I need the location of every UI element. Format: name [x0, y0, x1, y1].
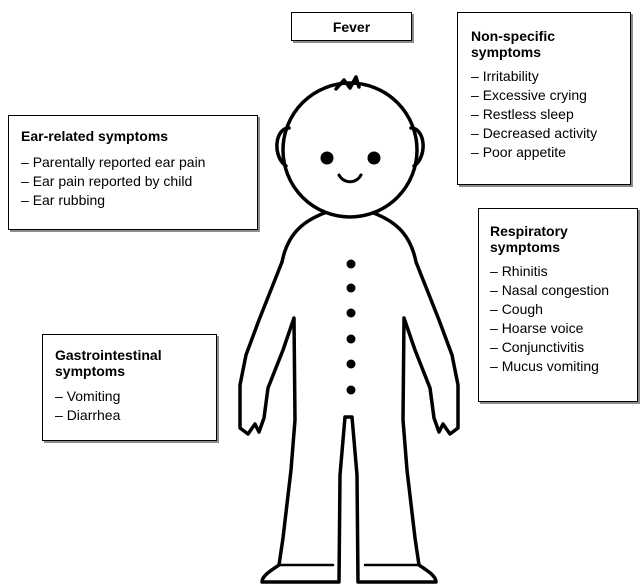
onesie-button [347, 386, 356, 395]
list-item: Decreased activity [471, 124, 620, 143]
nonspecific-symptoms-title: Non-specific symptoms [471, 28, 601, 60]
list-item: Conjunctivitis [490, 338, 631, 357]
onesie-button [347, 309, 356, 318]
list-item: Ear pain reported by child [21, 172, 249, 191]
right-eye [368, 152, 381, 165]
list-item: Mucus vomiting [490, 357, 631, 376]
gastrointestinal-symptoms-list: Vomiting Diarrhea [55, 387, 208, 425]
list-item: Diarrhea [55, 406, 208, 425]
onesie-button [347, 260, 356, 269]
gastrointestinal-symptoms-title: Gastrointestinal symptoms [55, 347, 205, 379]
nonspecific-symptoms-box: Non-specific symptoms Irritability Exces… [457, 12, 631, 185]
list-item: Cough [490, 300, 631, 319]
child-head [283, 83, 417, 217]
onesie-button [347, 360, 356, 369]
respiratory-symptoms-list: Rhinitis Nasal congestion Cough Hoarse v… [490, 262, 631, 376]
gastrointestinal-symptoms-box: Gastrointestinal symptoms Vomiting Diarr… [42, 334, 217, 441]
nonspecific-symptoms-list: Irritability Excessive crying Restless s… [471, 67, 620, 162]
list-item: Hoarse voice [490, 319, 631, 338]
ear-symptoms-box: Ear-related symptoms Parentally reported… [8, 115, 258, 230]
respiratory-symptoms-title: Respiratory symptoms [490, 223, 600, 255]
list-item: Ear rubbing [21, 191, 249, 210]
ear-symptoms-title: Ear-related symptoms [21, 128, 249, 144]
onesie-button [347, 284, 356, 293]
onesie-button [347, 335, 356, 344]
left-eye [321, 152, 334, 165]
list-item: Irritability [471, 67, 620, 86]
fever-title: Fever [292, 19, 411, 35]
list-item: Nasal congestion [490, 281, 631, 300]
respiratory-symptoms-box: Respiratory symptoms Rhinitis Nasal cong… [478, 208, 638, 402]
list-item: Vomiting [55, 387, 208, 406]
list-item: Poor appetite [471, 143, 620, 162]
list-item: Parentally reported ear pain [21, 153, 249, 172]
list-item: Excessive crying [471, 86, 620, 105]
ear-symptoms-list: Parentally reported ear pain Ear pain re… [21, 153, 249, 210]
list-item: Restless sleep [471, 105, 620, 124]
fever-box: Fever [291, 12, 412, 41]
list-item: Rhinitis [490, 262, 631, 281]
